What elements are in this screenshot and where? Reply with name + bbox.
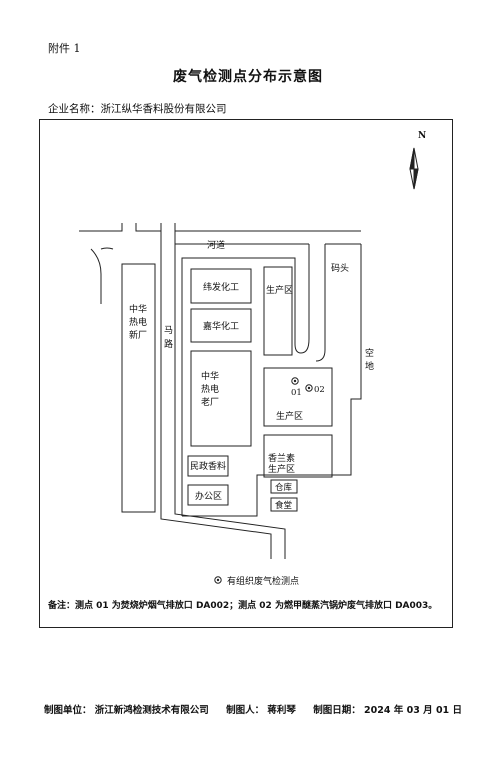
xianglansu-label-2: 生产区 — [268, 463, 295, 475]
production-area-lower-label: 生产区 — [276, 410, 303, 422]
office-label: 办公区 — [195, 490, 222, 502]
zhonghua-old-plant-label-1: 中华 — [201, 370, 219, 382]
road-upper-line — [79, 223, 123, 232]
left-road-curve — [90, 248, 102, 304]
remark-text: 测点 01 为焚烧炉烟气排放口 DA002；测点 02 为燃甲醚蒸汽锅炉废气排放… — [75, 601, 438, 611]
north-arrow-icon — [409, 147, 419, 190]
warehouse-building — [270, 479, 298, 494]
zhonghua-new-plant-label-2: 热电 — [129, 316, 147, 328]
company-line: 企业名称：浙江纵华香料股份有限公司 — [48, 101, 227, 116]
remark-label: 备注： — [48, 601, 76, 611]
empty-land-label-1: 空 — [365, 347, 374, 359]
dock-label: 码头 — [331, 263, 349, 274]
canteen-building — [270, 497, 298, 512]
company-name: 浙江纵华香料股份有限公司 — [100, 103, 227, 115]
production-area-upper-label: 生产区 — [266, 284, 293, 296]
canteen-label: 食堂 — [275, 500, 292, 511]
minzheng-flavor-label: 民政香料 — [190, 460, 226, 472]
zhonghua-old-plant-label-3: 老厂 — [201, 396, 219, 408]
diagram-frame — [39, 119, 453, 628]
company-label: 企业名称： — [48, 103, 101, 115]
monitoring-point-01-icon — [291, 377, 299, 385]
river-label: 河道 — [207, 239, 225, 251]
road-label-2: 路 — [164, 338, 173, 350]
main-road-left-edge — [160, 231, 272, 559]
footer-date: 制图日期： 2024 年 03 月 01 日 — [313, 705, 462, 716]
xianglansu-label-1: 香兰素 — [268, 452, 295, 464]
warehouse-label: 仓库 — [275, 482, 293, 493]
point-02-label: 02 — [314, 385, 325, 395]
zhonghua-new-plant-label-1: 中华 — [129, 303, 147, 315]
zhonghua-new-plant-label-3: 新厂 — [129, 329, 147, 341]
point-01-label: 01 — [291, 388, 302, 398]
river-bank-right — [181, 244, 310, 516]
empty-land-label-2: 地 — [365, 360, 374, 372]
production-area-upper-building — [263, 266, 293, 356]
footer-drawer: 制图人： 蒋利琴 — [226, 705, 296, 716]
zhonghua-old-plant-label-2: 热电 — [201, 383, 219, 395]
minzheng-flavor-building — [187, 455, 229, 477]
footer-line: 制图单位： 浙江新鸿检测技术有限公司 制图人： 蒋利琴 制图日期： 2024 年… — [44, 702, 476, 716]
xianglansu-building — [263, 434, 333, 478]
legend-point-icon — [214, 576, 222, 584]
jiahua-chem-label: 嘉华化工 — [203, 320, 239, 332]
road-upper-line-2 — [135, 223, 162, 232]
remark-line: 备注：测点 01 为焚烧炉烟气排放口 DA002；测点 02 为燃甲醚蒸汽锅炉废… — [48, 598, 437, 611]
road-upper-line-3 — [174, 223, 361, 232]
footer-unit: 制图单位： 浙江新鸿检测技术有限公司 — [44, 705, 209, 716]
river-bank-far-right — [315, 244, 326, 362]
zhonghua-new-plant-building — [121, 263, 156, 513]
monitoring-point-02-icon — [305, 384, 313, 392]
attachment-label: 附件 1 — [48, 42, 81, 55]
main-road-right-edge — [174, 231, 286, 559]
site-map: N 河道 码头 空 地 马 路 中华 热电 新厂 纬发化工 嘉华化工 生产区 中… — [79, 131, 426, 587]
jiahua-chem-building — [190, 308, 252, 343]
left-road-curve-2 — [100, 247, 114, 250]
zhonghua-old-plant-building — [190, 350, 252, 447]
site-boundary — [182, 244, 362, 517]
weifa-chem-building — [190, 268, 252, 304]
legend-label: 有组织废气检测点 — [227, 575, 299, 587]
page-title: 废气检测点分布示意图 — [173, 69, 323, 85]
north-label: N — [418, 131, 426, 141]
office-building — [187, 484, 229, 506]
production-area-lower-building — [263, 367, 333, 427]
road-label-1: 马 — [164, 325, 173, 336]
weifa-chem-label: 纬发化工 — [203, 281, 239, 293]
